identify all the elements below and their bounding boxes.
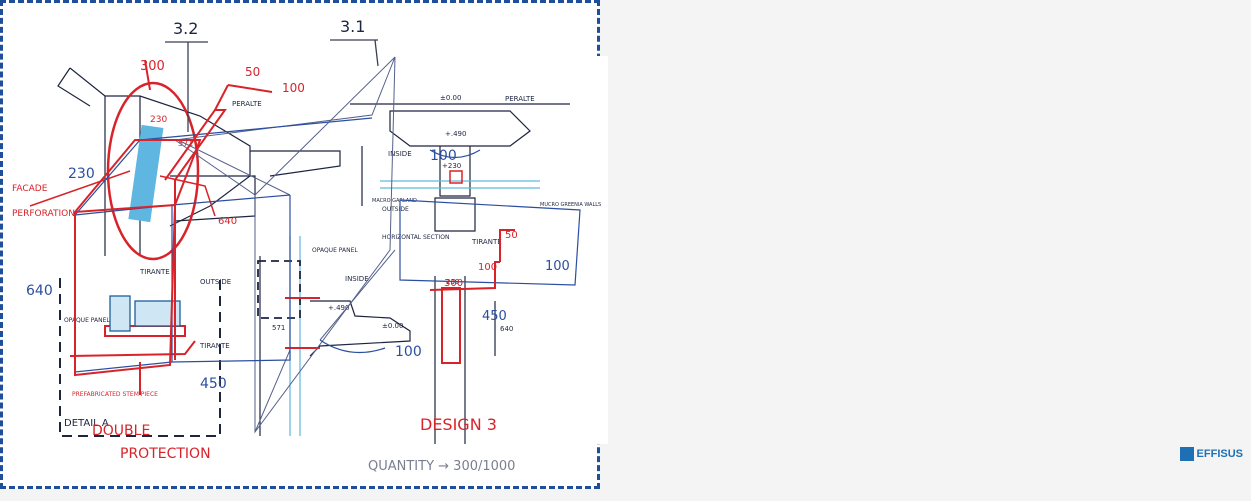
label-outside: OUTSIDE <box>200 278 231 286</box>
label-macro: MACRO GARLAND <box>372 198 417 204</box>
label-opaque-panel: OPAQUE PANEL <box>64 317 110 324</box>
effisus-logo-icon <box>1179 447 1194 461</box>
label-571-b: 571 <box>272 324 285 332</box>
effisus-logo: EFFISUS <box>1179 447 1243 461</box>
label-level-490-b: +.490 <box>328 304 349 312</box>
label-peralte-right: PERALTE <box>505 95 535 103</box>
label-50: 50 <box>245 65 260 79</box>
label-horizontal-section: HORIZONTAL SECTION <box>382 234 449 241</box>
inset-label-300: 300 <box>444 278 463 289</box>
inset-label-100: 100 <box>478 262 497 273</box>
label-100-top: 100 <box>430 148 457 164</box>
perforation-fill <box>128 124 164 223</box>
design-3-sketch-frame: 3.2 3.1 300 50 100 230 640 450 100 100 5… <box>0 0 1243 489</box>
label-tirante-2: TIRANTE <box>199 342 230 350</box>
label-section-3-2: 3.2 <box>173 19 198 38</box>
effisus-logo-text: EFFISUS <box>1196 448 1243 460</box>
label-prefab: PREFABRICATED STEM PIECE <box>72 391 158 398</box>
label-230: 230 <box>150 115 167 125</box>
label-level-000-b: ±0.00 <box>382 322 403 330</box>
label-640: 640 <box>218 216 237 227</box>
label-640: 640 <box>26 283 53 299</box>
label-tirante-3: TIRANTE <box>471 238 502 246</box>
label-300: 300 <box>140 59 165 74</box>
label-detail-a: DETAIL A <box>64 418 109 429</box>
label-peralte: PERALTE <box>232 100 262 108</box>
label-100-bottom: 100 <box>395 344 422 360</box>
design-3-drawing: 3.2 3.1 300 50 100 230 640 450 100 100 5… <box>26 17 581 474</box>
label-230-c: +230 <box>442 162 461 170</box>
inset-label-50: 50 <box>505 230 518 241</box>
label-double: DOUBLE <box>92 423 150 439</box>
label-vidrio: MUCRO GREENIA WALLS <box>540 202 601 208</box>
label-level-000: ±0.00 <box>440 94 461 102</box>
label-opaque-panel-2: OPAQUE PANEL <box>312 247 358 254</box>
label-section-3-1: 3.1 <box>340 17 365 36</box>
label-tirante: TIRANTE <box>139 268 170 276</box>
label-perforation: PERFORATION <box>12 209 75 219</box>
label-design-3: DESIGN 3 <box>420 415 497 434</box>
label-outside-2: OUTSIDE <box>382 206 409 213</box>
label-100: 100 <box>282 81 305 95</box>
label-protection: PROTECTION <box>120 446 211 462</box>
label-facade: FACADE <box>12 184 48 194</box>
label-level-490: +.490 <box>445 130 466 138</box>
label-inside: INSIDE <box>388 150 412 158</box>
inset-label-450: 450 <box>482 309 507 324</box>
label-quantity: QUANTITY → 300/1000 <box>368 459 515 474</box>
label-inside-2: INSIDE <box>345 275 369 283</box>
label-230: 230 <box>68 166 95 182</box>
label-450: 450 <box>200 376 227 392</box>
inset-label-100-side: 100 <box>545 259 570 274</box>
label-640-b: 640 <box>500 325 513 333</box>
left-sketch-sheet: PERALTE PERALTE 230 571 640 FACADE PERFO… <box>10 56 608 444</box>
